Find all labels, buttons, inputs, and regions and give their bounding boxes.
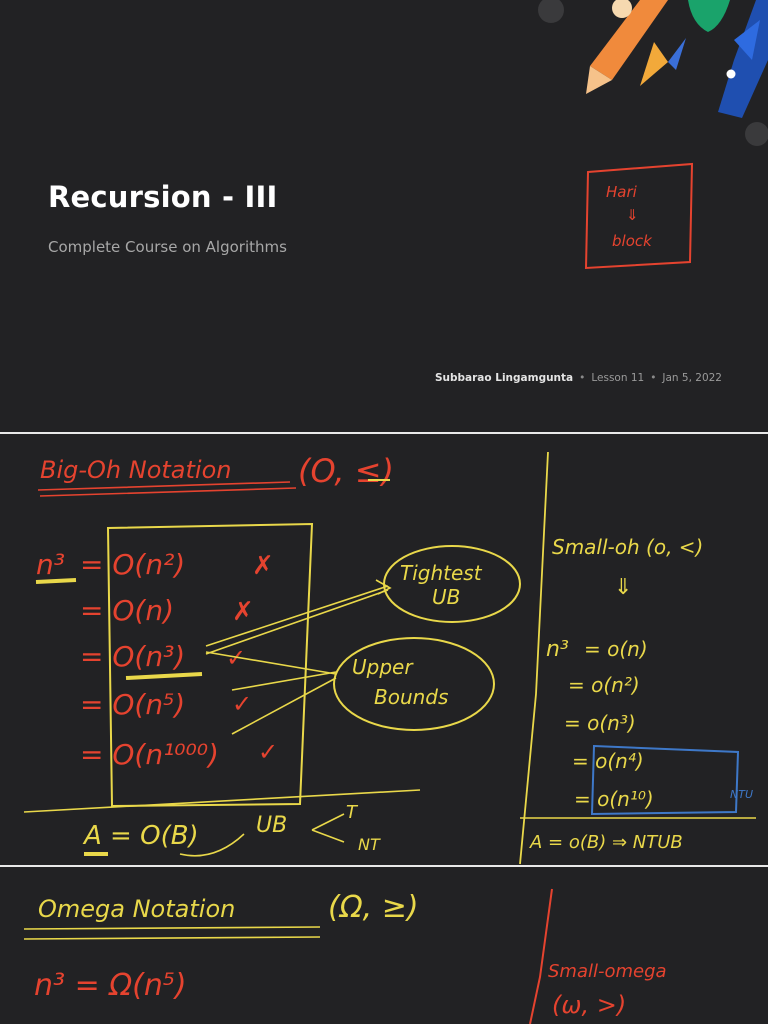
green-shape-icon xyxy=(688,0,730,32)
big-oh-symbol: (O, ≤) xyxy=(298,452,394,490)
slide-title: Hari ⇓ block Recursion - III Complete Co… xyxy=(0,0,768,432)
small-row-2: = o(n²) xyxy=(568,673,640,697)
pen-dot-icon xyxy=(726,69,736,79)
whiteboard-big-oh: Big-Oh Notation (O, ≤) n³ = O(n²) ✗ = O(… xyxy=(23,451,756,865)
heading-underline xyxy=(37,481,297,497)
rule-t: T xyxy=(346,802,359,823)
separator-dot-2: • xyxy=(650,372,657,384)
note-line-1: Hari xyxy=(606,183,638,201)
rule-branch xyxy=(311,813,345,843)
small-row-3: = o(n³) xyxy=(564,711,636,735)
bottom-divider xyxy=(23,789,421,813)
small-omega-symbol: (ω, >) xyxy=(552,991,626,1019)
pencil-end-icon xyxy=(612,0,632,18)
note-line-3: block xyxy=(612,232,653,250)
row-5-check-icon: ✓ xyxy=(258,739,278,766)
row-4: = O(n⁵) xyxy=(80,688,185,721)
omega-row-1: n³ = Ω(n⁵) xyxy=(34,968,187,1003)
row-2-mark-icon: ✗ xyxy=(232,597,254,627)
page-title: Recursion - III xyxy=(48,180,278,214)
note-box xyxy=(584,162,694,270)
omega-heading: Omega Notation xyxy=(38,895,235,923)
bubble-upper-line-2: Bounds xyxy=(374,685,448,709)
page-subtitle: Complete Course on Algorithms xyxy=(48,238,287,256)
arrows-to-upper xyxy=(205,651,337,735)
pencil-tip-icon xyxy=(586,66,612,94)
ntu-label: NTU xyxy=(730,788,753,801)
small-row-5: = o(n¹⁰) xyxy=(574,787,654,811)
decorative-art: Hari ⇓ block xyxy=(538,0,768,270)
omega-divider xyxy=(529,888,553,1024)
small-lhs: n³ xyxy=(546,637,569,662)
decor-circle-icon-2 xyxy=(745,122,768,146)
arrow-to-tightest xyxy=(205,585,389,655)
row-2: = O(n) xyxy=(80,594,174,627)
rule-arrow-icon xyxy=(179,833,245,857)
small-oh-arrow-icon: ⇓ xyxy=(614,574,632,599)
bow-icon xyxy=(640,42,668,86)
lhs-highlight xyxy=(35,578,77,584)
row-3-check-icon: ✓ xyxy=(226,645,246,672)
whiteboard-omega: Omega Notation (Ω, ≥) n³ = Ω(n⁵) Small-o… xyxy=(23,888,667,1024)
omega-symbol: (Ω, ≥) xyxy=(328,890,419,925)
row-3-highlight xyxy=(125,672,203,680)
pencil-icon xyxy=(590,0,668,80)
upper-bounds-bubble xyxy=(333,637,495,731)
row-1-mark-icon: ✗ xyxy=(252,551,274,581)
row-4-check-icon: ✓ xyxy=(232,691,252,718)
row-3: = O(n³) xyxy=(80,640,185,673)
row-1: = O(n²) xyxy=(80,548,185,581)
arrowhead-icon xyxy=(375,579,392,595)
bow-icon-2 xyxy=(668,38,686,70)
separator-dot: • xyxy=(579,372,586,384)
small-row-1: = o(n) xyxy=(584,637,648,661)
lesson-meta: Subbarao Lingamgunta • Lesson 11 • Jan 5… xyxy=(435,372,722,384)
bubble-tightest-line-1: Tightest xyxy=(400,561,483,585)
small-oh-heading: Small-oh (o, <) xyxy=(552,535,703,559)
small-rule: A = o(B) ⇒ NTUB xyxy=(529,832,683,853)
lesson-date: Jan 5, 2022 xyxy=(662,372,722,384)
big-oh-heading: Big-Oh Notation xyxy=(40,456,231,484)
note-line-2: ⇓ xyxy=(626,206,639,224)
rows-box xyxy=(106,522,314,808)
rule-ub: UB xyxy=(256,813,287,838)
bubble-tightest-line-2: UB xyxy=(432,585,460,609)
vertical-divider xyxy=(519,451,549,865)
rule-text: A = O(B) xyxy=(82,821,199,851)
pen-highlight-icon xyxy=(734,20,760,60)
pen-icon xyxy=(718,0,768,118)
row-5: = O(n¹⁰⁰⁰) xyxy=(80,738,219,771)
small-oh-highlight-box xyxy=(590,744,740,816)
small-omega-heading: Small-omega xyxy=(548,961,667,982)
slide-omega: Omega Notation (Ω, ≥) n³ = Ω(n⁵) Small-o… xyxy=(0,867,768,1024)
decor-circle-icon xyxy=(538,0,564,23)
small-row-4: = o(n⁴) xyxy=(572,749,644,773)
slide-big-oh: Big-Oh Notation (O, ≤) n³ = O(n²) ✗ = O(… xyxy=(0,434,768,865)
omega-underline xyxy=(23,926,321,940)
rule-nt: NT xyxy=(358,835,381,854)
lhs-n-cubed: n³ xyxy=(36,548,65,581)
lesson-number: Lesson 11 xyxy=(591,372,645,384)
author-name: Subbarao Lingamgunta xyxy=(434,372,574,384)
bubble-upper-line-1: Upper xyxy=(352,655,414,679)
